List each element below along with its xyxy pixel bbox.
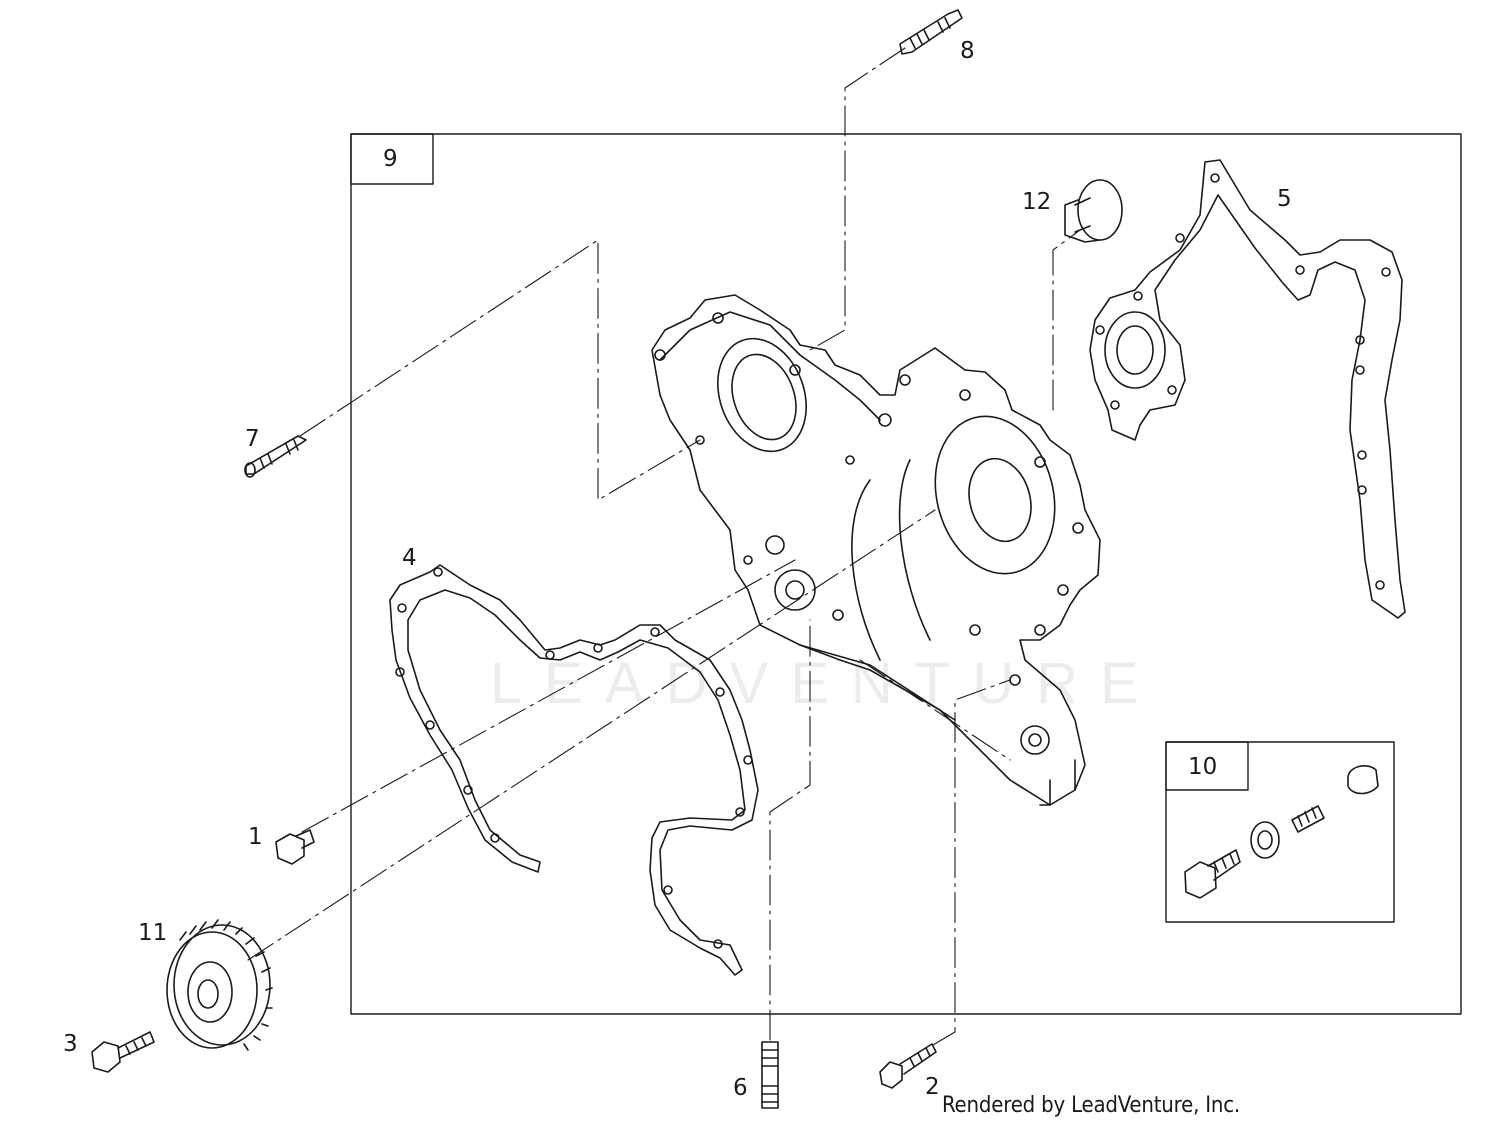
- timing-cover-gasket-5: [1089, 159, 1406, 619]
- callout-3[interactable]: 3: [63, 1031, 78, 1057]
- bolt-3: [91, 1031, 155, 1073]
- bolt-1: [275, 829, 315, 865]
- callout-12[interactable]: 12: [1022, 189, 1052, 215]
- callout-9[interactable]: 9: [383, 146, 398, 172]
- callout-8[interactable]: 8: [960, 38, 975, 64]
- stud-8: [899, 9, 963, 55]
- relief-valve-kit-10: [1184, 765, 1379, 899]
- assembly-box-9: [350, 133, 1462, 1015]
- bolt-2: [879, 1043, 937, 1089]
- stud-6: [761, 1041, 779, 1109]
- assembly-box-10: [1165, 741, 1395, 923]
- leader-lines: [247, 47, 1081, 1046]
- callout-4[interactable]: 4: [402, 545, 417, 571]
- callout-6[interactable]: 6: [733, 1075, 748, 1101]
- callout-7[interactable]: 7: [245, 426, 260, 452]
- callout-5[interactable]: 5: [1277, 186, 1292, 212]
- callout-10[interactable]: 10: [1188, 754, 1218, 780]
- render-credit: Rendered by LeadVenture, Inc.: [942, 1093, 1240, 1118]
- timing-cover-gasket-4: [389, 564, 759, 976]
- callout-11[interactable]: 11: [138, 920, 168, 946]
- stud-7: [244, 435, 307, 478]
- oil-seal-12: [1064, 179, 1123, 243]
- gear-11: [166, 919, 273, 1051]
- callout-2[interactable]: 2: [925, 1074, 940, 1100]
- watermark-text: LEADVENTURE: [490, 651, 1161, 716]
- timing-cover-housing: [651, 294, 1101, 806]
- callout-1[interactable]: 1: [248, 824, 263, 850]
